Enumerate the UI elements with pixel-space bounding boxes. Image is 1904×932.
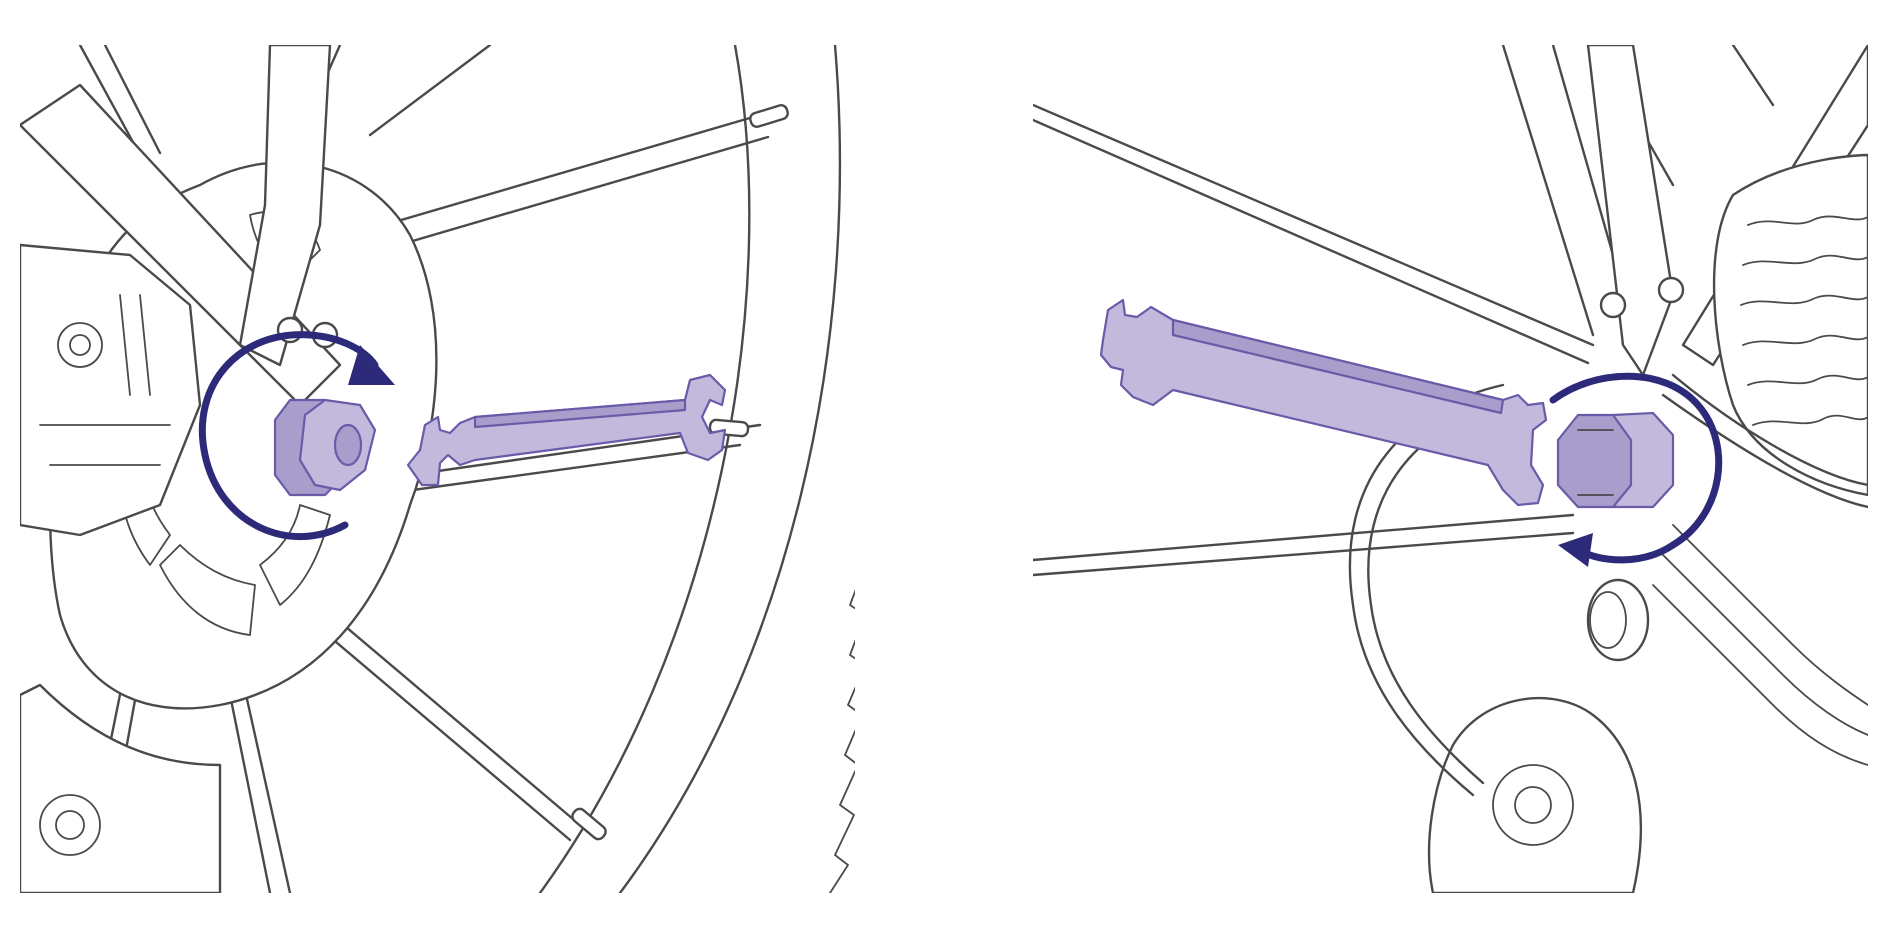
cassette-teeth [1740, 215, 1868, 426]
caliper-details [39, 294, 171, 466]
rotation-arrow-icon [198, 331, 395, 541]
mount-bolt [1657, 276, 1685, 304]
hub-bolt [39, 794, 101, 856]
tire-tread [829, 589, 855, 893]
rear-derailleur [1427, 696, 1643, 893]
chain [1652, 524, 1868, 766]
front-wheel-panel [20, 45, 855, 893]
axle-nut-icon [273, 398, 377, 497]
hub-bolt [55, 810, 85, 840]
dropout-bolt-inner [1589, 591, 1627, 649]
brake-hose [1671, 373, 1868, 487]
wrench-icon [1099, 298, 1548, 507]
dropout-bolt [1586, 578, 1650, 662]
rotation-arrow-icon [1549, 372, 1723, 567]
brake-caliper [20, 243, 202, 537]
rim-inner-arc [538, 45, 751, 893]
axle-nut-icon [1556, 411, 1675, 509]
derailleur-pulley [1514, 786, 1552, 824]
brake-hose [1661, 393, 1868, 509]
wrench-icon [406, 373, 727, 487]
spoke-nipple [571, 807, 607, 841]
front-wheel-illustration [20, 45, 855, 893]
spoke-nipple [749, 104, 789, 128]
rear-wheel-panel [1033, 45, 1868, 893]
fork-blade [238, 45, 332, 367]
hub-flange-lower [20, 683, 222, 893]
derailleur-pulley [1492, 764, 1574, 846]
rim-outer-arc [618, 45, 842, 893]
mount-bolt [1599, 291, 1627, 319]
rear-cassette [1712, 153, 1868, 497]
rear-wheel-illustration [1033, 45, 1868, 893]
